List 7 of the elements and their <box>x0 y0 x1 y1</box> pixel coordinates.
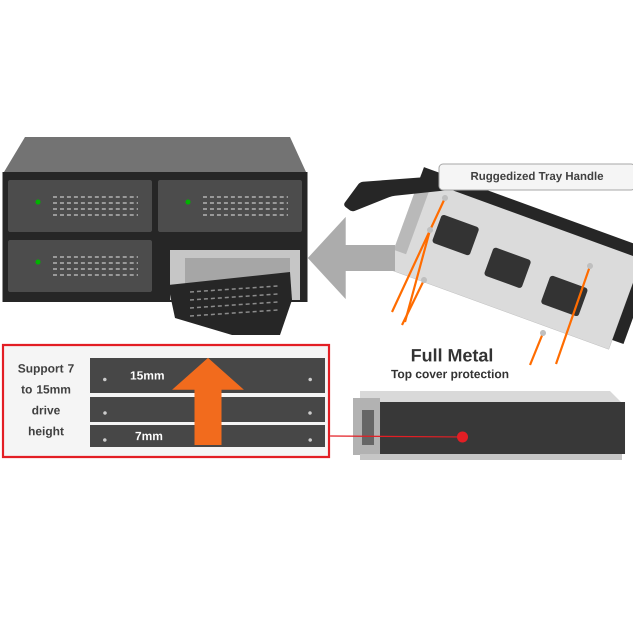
drive-tray-drawing <box>353 391 626 460</box>
drive-drawing: 7mm <box>90 425 325 447</box>
heading: Full Metal <box>412 348 492 362</box>
leader-line <box>330 431 468 442</box>
drive-enclosure-drawing <box>2 137 308 335</box>
subheading: Top cover protection <box>391 369 508 381</box>
callout-box: Ruggedized Tray Handle <box>438 164 633 190</box>
